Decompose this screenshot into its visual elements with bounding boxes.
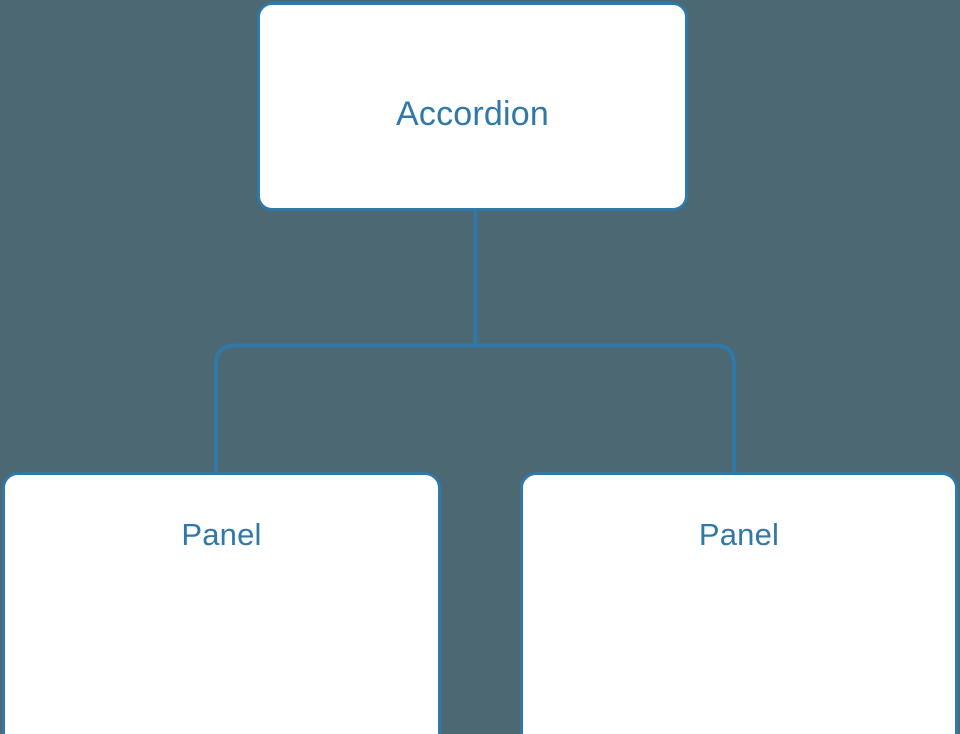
- node-panel-inactive[interactable]: Panel isActive false: [520, 472, 958, 734]
- node-accordion-title: Accordion: [396, 95, 549, 133]
- node-accordion[interactable]: Accordion: [257, 2, 688, 211]
- node-panel-inactive-title: Panel: [698, 517, 780, 552]
- node-panel-active-title: Panel: [181, 517, 262, 552]
- connector-bus-right: [475, 343, 736, 473]
- node-panel-active[interactable]: Panel isActive true: [2, 472, 441, 734]
- connector-bus-left: [214, 343, 476, 473]
